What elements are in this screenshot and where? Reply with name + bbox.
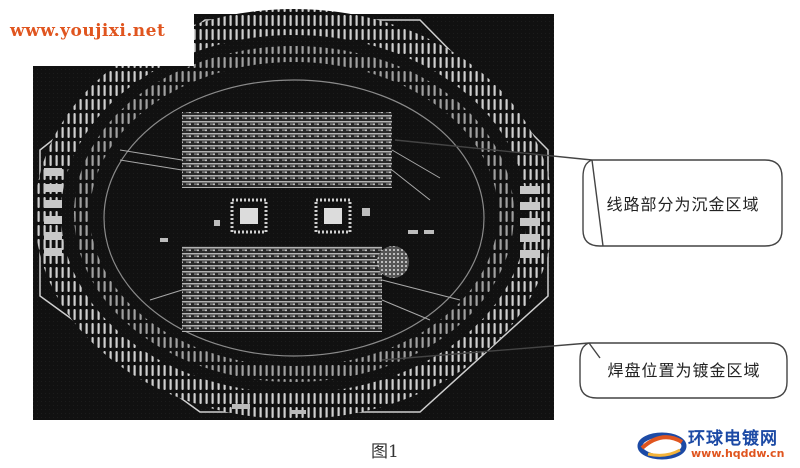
brand-name: 环球电镀网: [688, 429, 778, 449]
lower-trace-block: [182, 246, 382, 332]
watermark-url: www.youjixi.net: [10, 21, 166, 41]
watermark-badge: www.youjixi.net: [0, 0, 194, 66]
brand-logo-block: 环球电镀网 www.hqddw.cn: [636, 424, 796, 466]
brand-swoosh-icon: [637, 432, 687, 460]
small-components: [160, 208, 434, 242]
left-connector: [44, 168, 62, 256]
figure-caption: 图1: [371, 442, 399, 462]
upper-trace-block: [182, 112, 392, 188]
brand-url: www.hqddw.cn: [691, 447, 785, 460]
pad-ring-inner: [74, 46, 514, 382]
callout-text-top: 线路部分为沉金区域: [606, 195, 760, 214]
bottom-marker: [290, 410, 306, 414]
inner-boundary: [103, 79, 485, 357]
callout-bubble-top: [394, 139, 783, 247]
ic-footprint-right: [314, 198, 352, 234]
ic-footprint-left: [230, 198, 268, 234]
callout-text-bottom: 焊盘位置为镀金区域: [607, 361, 761, 380]
pad-ring-outer: [35, 9, 553, 419]
routing-lines: [119, 149, 461, 321]
right-connector: [520, 186, 540, 258]
bottom-marker: [232, 404, 250, 409]
callout-bubble-bottom: [381, 342, 788, 399]
bga-mesh: [377, 246, 409, 278]
